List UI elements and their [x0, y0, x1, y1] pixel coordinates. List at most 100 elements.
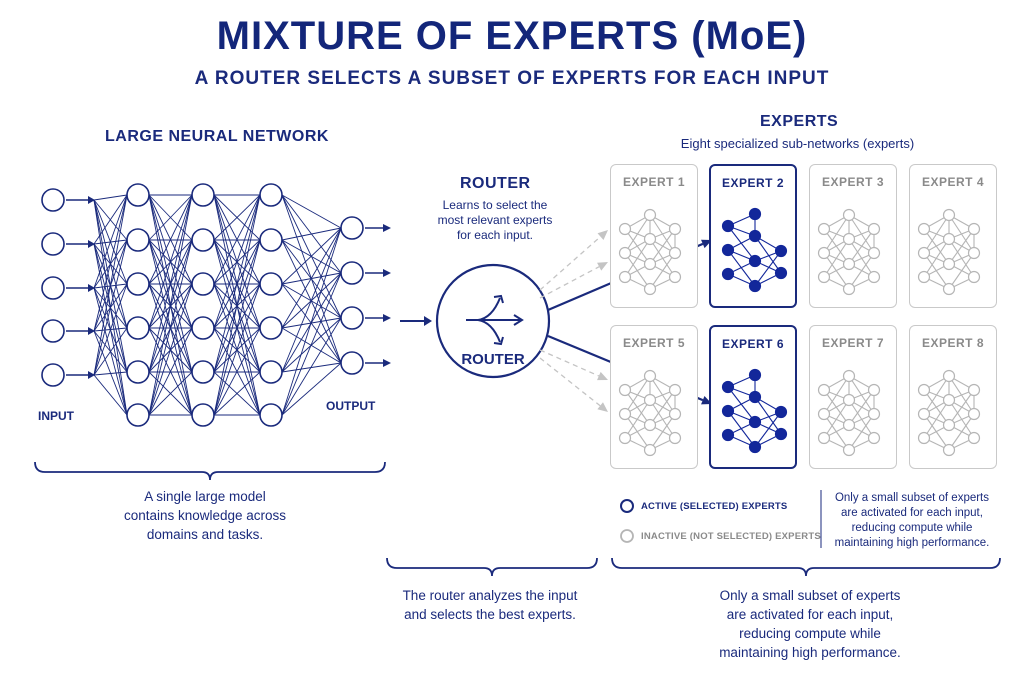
- expert-node: [748, 368, 762, 382]
- expert-node: [842, 369, 856, 383]
- expert-node: [867, 270, 881, 284]
- experts-subheading: Eight specialized sub-networks (experts): [680, 136, 915, 151]
- expert-node: [842, 257, 856, 271]
- network-edge: [93, 239, 128, 376]
- expert-edge: [649, 413, 676, 451]
- page-title: MIXTURE OF EXPERTS (MoE): [216, 14, 808, 58]
- network-connections: [66, 194, 391, 416]
- router-heading: ROUTER: [460, 175, 531, 192]
- expert-node: [867, 407, 881, 421]
- network-edge: [281, 272, 342, 416]
- expert-edge: [823, 375, 850, 415]
- expert-node: [867, 222, 881, 236]
- expert-network: [618, 369, 682, 457]
- expert-edge: [948, 228, 975, 265]
- hidden-node: [259, 228, 283, 252]
- network-edge: [213, 239, 261, 416]
- network-edge: [213, 194, 261, 241]
- expert-node: [867, 246, 881, 260]
- expert-network: [721, 368, 788, 454]
- expert-edge: [848, 228, 875, 265]
- expert-node: [721, 380, 735, 394]
- expert-edge: [624, 238, 651, 278]
- network-bracket: [34, 461, 386, 481]
- expert-node: [867, 383, 881, 397]
- network-edge: [148, 194, 193, 373]
- expert-edge: [624, 399, 651, 439]
- experts-heading: EXPERTS: [760, 113, 839, 130]
- expert-card-6: EXPERT 6: [709, 325, 797, 469]
- hidden-node: [191, 316, 215, 340]
- expert-card-3: EXPERT 3: [809, 164, 897, 308]
- legend-active-swatch: [620, 499, 634, 513]
- expert-title: EXPERT 3: [821, 175, 885, 189]
- expert-node: [774, 244, 788, 258]
- output-node: [340, 351, 364, 375]
- router-input-arrowhead: [424, 316, 432, 326]
- input-node: [41, 363, 65, 387]
- expert-node: [817, 431, 831, 445]
- network-edge: [281, 227, 342, 241]
- inactive-route-arrow-head: [597, 230, 608, 240]
- network-edge: [93, 330, 128, 416]
- input-arrowhead: [88, 196, 95, 204]
- expert-node: [817, 246, 831, 260]
- expert-node: [817, 270, 831, 284]
- legend-inactive-label: INACTIVE (NOT SELECTED) EXPERTS: [641, 531, 821, 542]
- network-edge: [213, 194, 261, 285]
- expert-card-7: EXPERT 7: [809, 325, 897, 469]
- expert-edge: [754, 235, 782, 274]
- expert-node: [842, 418, 856, 432]
- expert-node: [668, 431, 682, 445]
- expert-title: EXPERT 5: [622, 336, 686, 350]
- expert-node: [643, 232, 657, 246]
- expert-node: [748, 254, 762, 268]
- output-node: [340, 216, 364, 240]
- hidden-node: [259, 272, 283, 296]
- network-edge: [93, 194, 128, 289]
- expert-node: [668, 246, 682, 260]
- expert-title: EXPERT 7: [821, 336, 885, 350]
- output-arrowhead: [383, 359, 391, 367]
- expert-node: [643, 208, 657, 222]
- expert-card-2: EXPERT 2: [709, 164, 797, 308]
- expert-card-4: EXPERT 4: [909, 164, 997, 308]
- expert-node: [643, 369, 657, 383]
- input-node: [41, 319, 65, 343]
- network-edge: [93, 371, 128, 376]
- expert-node: [842, 282, 856, 296]
- input-label: INPUT: [38, 409, 74, 423]
- hidden-node: [126, 228, 150, 252]
- network-edge: [213, 371, 261, 416]
- expert-node: [721, 267, 735, 281]
- input-arrowhead: [88, 284, 95, 292]
- expert-node: [668, 407, 682, 421]
- expert-edge: [649, 389, 676, 426]
- expert-edge: [948, 389, 975, 426]
- hidden-node: [191, 403, 215, 427]
- output-arrowhead: [383, 224, 391, 232]
- expert-title: EXPERT 1: [622, 175, 686, 189]
- expert-edge: [848, 389, 875, 426]
- hidden-node: [126, 316, 150, 340]
- expert-node: [967, 222, 981, 236]
- legend: [620, 490, 822, 548]
- expert-node: [748, 440, 762, 454]
- network-edge: [148, 194, 193, 416]
- inactive-route-arrow-head: [597, 262, 608, 271]
- router-description: Learns to select the most relevant exper…: [437, 198, 553, 242]
- experts-bracket: [611, 557, 1001, 577]
- network-edge: [281, 227, 342, 416]
- input-node: [41, 188, 65, 212]
- expert-network: [721, 207, 788, 293]
- network-edge: [281, 227, 342, 285]
- expert-node: [721, 404, 735, 418]
- network-edge: [93, 194, 128, 201]
- expert-node: [917, 431, 931, 445]
- network-edge: [213, 283, 261, 416]
- expert-node: [774, 266, 788, 280]
- expert-node: [618, 383, 632, 397]
- expert-node: [942, 232, 956, 246]
- inactive-route-arrow: [539, 349, 600, 377]
- network-edge: [281, 227, 342, 373]
